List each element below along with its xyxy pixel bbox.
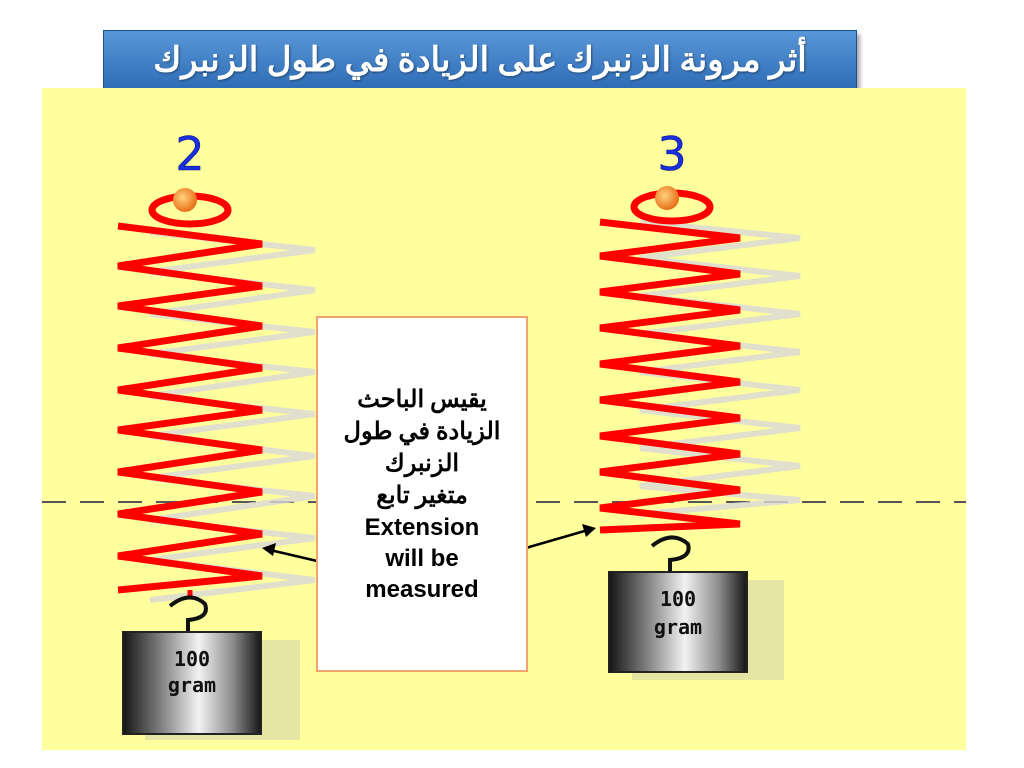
callout-box: يقيس الباحث الزيادة في طول الزنبرك متغير… xyxy=(316,316,528,672)
spring-2-number: 2 xyxy=(175,127,204,181)
weight-3-unit: gram xyxy=(654,615,702,639)
spring-3-group: 100 gram 3 xyxy=(599,127,801,680)
callout-ar-line2: الزيادة في طول xyxy=(343,418,501,445)
spring-2-ball xyxy=(173,188,197,212)
weight-3-hook xyxy=(650,535,691,572)
spring-3-ball xyxy=(655,186,679,210)
weight-2 xyxy=(122,631,262,735)
title-banner: أثر مرونة الزنبرك على الزيادة في طول الز… xyxy=(103,30,857,90)
callout-ar-line4: متغير تابع xyxy=(376,482,468,509)
page-title: أثر مرونة الزنبرك على الزيادة في طول الز… xyxy=(153,42,807,79)
weight-2-value: 100 xyxy=(174,647,210,671)
spring-3-number: 3 xyxy=(657,127,686,181)
callout-en-line1: Extension xyxy=(364,513,480,541)
weight-3 xyxy=(608,571,748,673)
weight-3-value: 100 xyxy=(660,587,696,611)
callout-en-line3: measured xyxy=(365,575,479,603)
callout-en-line2: will be xyxy=(385,544,459,572)
weight-2-hook xyxy=(168,595,208,632)
spring-2-coil xyxy=(117,222,263,594)
spring-3-coil xyxy=(599,218,741,534)
callout-ar-line1: يقيس الباحث xyxy=(357,386,487,413)
spring-2-group: 100 gram 2 xyxy=(117,127,316,740)
callout-ar-line3: الزنبرك xyxy=(384,450,460,477)
weight-2-unit: gram xyxy=(168,673,216,697)
spring-2-ghost xyxy=(149,229,316,603)
